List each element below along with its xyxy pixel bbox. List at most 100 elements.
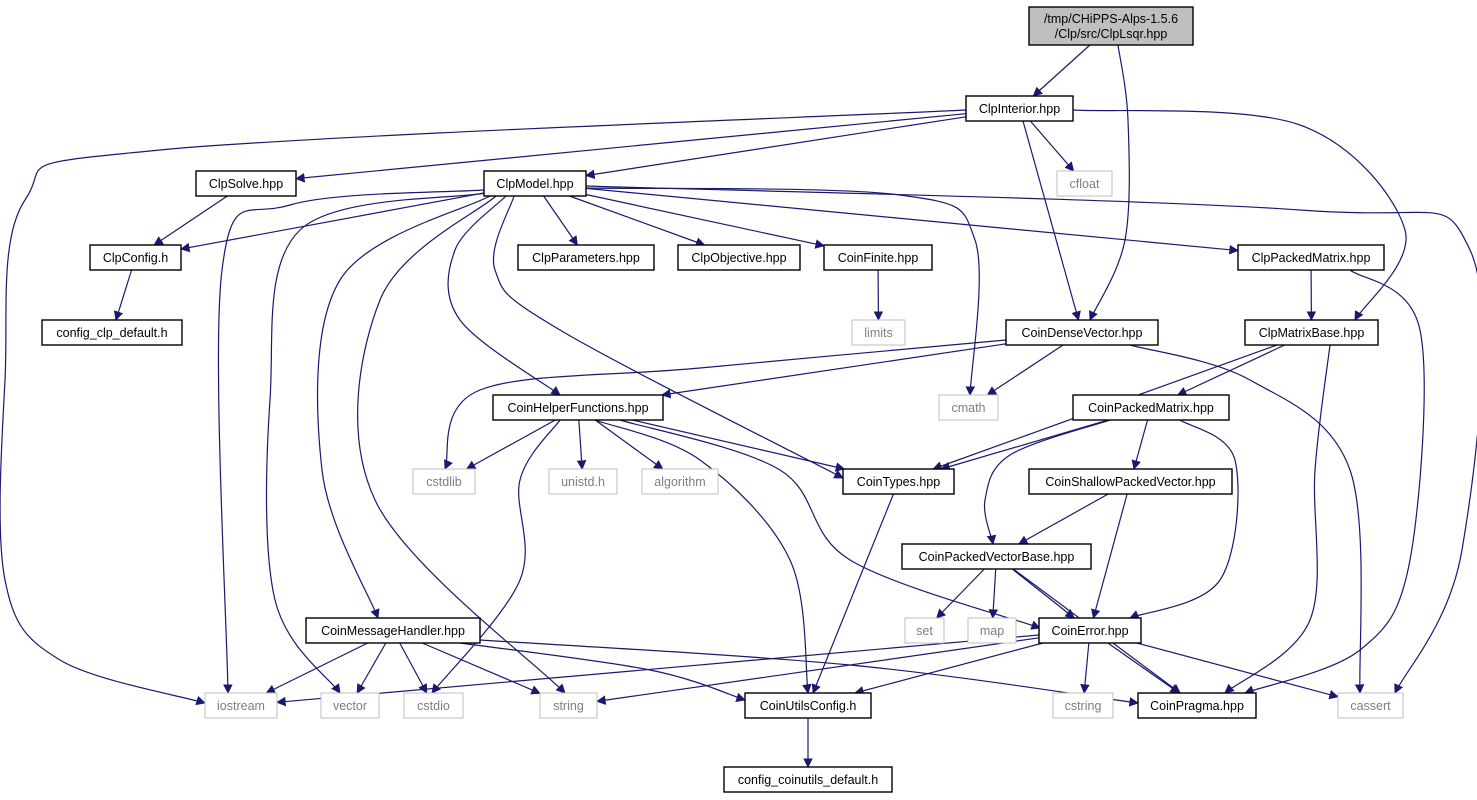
node-label: CoinShallowPackedVector.hpp xyxy=(1045,475,1215,489)
nodes-layer: /tmp/CHiPPS-Alps-1.5.6/Clp/src/ClpLsqr.h… xyxy=(41,6,1404,793)
node-unistd: unistd.h xyxy=(548,468,618,495)
node-ClpModel[interactable]: ClpModel.hpp xyxy=(483,170,587,197)
node-CoinHelperFunctions[interactable]: CoinHelperFunctions.hpp xyxy=(492,394,664,421)
node-label: ClpObjective.hpp xyxy=(691,251,786,265)
node-CoinShallowPackedVector[interactable]: CoinShallowPackedVector.hpp xyxy=(1028,468,1233,495)
edge-CoinHelperFunctions-to-cstdlib xyxy=(465,419,556,470)
node-ClpPackedMatrix[interactable]: ClpPackedMatrix.hpp xyxy=(1237,244,1385,271)
node-ClpInterior[interactable]: ClpInterior.hpp xyxy=(965,95,1074,122)
edge-CoinPackedMatrix-to-CoinError xyxy=(1129,419,1239,620)
node-CoinFinite[interactable]: CoinFinite.hpp xyxy=(823,244,933,271)
edge-ClpModel-to-cassert xyxy=(585,185,1477,694)
node-CoinMessageHandler[interactable]: CoinMessageHandler.hpp xyxy=(305,617,481,644)
edge-CoinHelperFunctions-to-CoinError xyxy=(619,419,1041,630)
node-box-ClpSolve[interactable] xyxy=(195,170,297,197)
edge-ClpInterior-to-cfloat xyxy=(1029,120,1075,172)
node-box-ClpMatrixBase[interactable] xyxy=(1244,319,1379,346)
node-label: CoinPackedVectorBase.hpp xyxy=(919,550,1075,564)
node-label: ClpPackedMatrix.hpp xyxy=(1252,251,1371,265)
node-string: string xyxy=(539,692,598,719)
node-box-ClpObjective[interactable] xyxy=(677,244,801,271)
node-box-CoinUtilsConfig[interactable] xyxy=(744,692,872,719)
edge-CoinPackedVectorBase-to-set xyxy=(935,568,985,619)
edge-CoinDenseVector-to-CoinHelperFunctions xyxy=(661,343,1007,399)
node-ClpSolve[interactable]: ClpSolve.hpp xyxy=(195,170,297,197)
node-box-CoinError[interactable] xyxy=(1038,617,1142,644)
node-CoinPackedVectorBase[interactable]: CoinPackedVectorBase.hpp xyxy=(901,543,1092,570)
node-box-CoinPackedMatrix[interactable] xyxy=(1072,394,1230,421)
node-box-CoinShallowPackedVector[interactable] xyxy=(1028,468,1233,495)
edge-CoinMessageHandler-to-iostream xyxy=(265,642,368,694)
node-box-CoinMessageHandler[interactable] xyxy=(305,617,481,644)
node-ClpObjective[interactable]: ClpObjective.hpp xyxy=(677,244,801,271)
edge-root-to-ClpInterior xyxy=(1032,44,1091,97)
edge-CoinDenseVector-to-cmath xyxy=(986,344,1064,396)
edge-CoinDenseVector-to-cstdlib xyxy=(444,339,1007,470)
node-box-ClpParameters[interactable] xyxy=(517,244,655,271)
node-box-ClpModel[interactable] xyxy=(483,170,587,197)
node-box-set xyxy=(904,617,945,644)
node-set: set xyxy=(904,617,945,644)
node-box-CoinHelperFunctions[interactable] xyxy=(492,394,664,421)
node-CoinPackedMatrix[interactable]: CoinPackedMatrix.hpp xyxy=(1072,394,1230,421)
edge-CoinShallowPackedVector-to-CoinError xyxy=(1091,493,1128,619)
node-box-algorithm xyxy=(641,468,719,495)
node-box-ClpPackedMatrix[interactable] xyxy=(1237,244,1385,271)
node-CoinPragma[interactable]: CoinPragma.hpp xyxy=(1137,692,1257,719)
edge-CoinError-to-CoinUtilsConfig xyxy=(854,642,1044,696)
edge-ClpInterior-to-ClpMatrixBase xyxy=(1072,109,1407,321)
edge-ClpModel-to-vector xyxy=(265,192,487,694)
node-box-vector xyxy=(320,692,380,719)
node-box-root[interactable] xyxy=(1028,6,1194,46)
edge-CoinMessageHandler-to-string xyxy=(422,642,541,695)
edge-ClpModel-to-CoinTypes xyxy=(492,195,844,479)
node-box-CoinPackedVectorBase[interactable] xyxy=(901,543,1092,570)
node-CoinError[interactable]: CoinError.hpp xyxy=(1038,617,1142,644)
edge-CoinHelperFunctions-to-CoinTypes xyxy=(632,419,846,472)
node-CoinDenseVector[interactable]: CoinDenseVector.hpp xyxy=(1005,319,1159,346)
node-label: ClpInterior.hpp xyxy=(979,102,1060,116)
edge-CoinPackedMatrix-to-CoinTypes xyxy=(940,419,1109,472)
node-box-CoinDenseVector[interactable] xyxy=(1005,319,1159,346)
node-label: unistd.h xyxy=(561,475,605,489)
node-label: set xyxy=(916,624,933,638)
node-label: map xyxy=(980,624,1004,638)
node-box-CoinFinite[interactable] xyxy=(823,244,933,271)
node-ClpMatrixBase[interactable]: ClpMatrixBase.hpp xyxy=(1244,319,1379,346)
node-cmath: cmath xyxy=(938,394,999,421)
node-label: CoinTypes.hpp xyxy=(857,475,940,489)
edge-ClpInterior-to-ClpSolve xyxy=(295,113,967,183)
node-root[interactable]: /tmp/CHiPPS-Alps-1.5.6/Clp/src/ClpLsqr.h… xyxy=(1028,6,1194,46)
node-box-CoinTypes[interactable] xyxy=(842,468,955,495)
edge-ClpInterior-to-CoinDenseVector xyxy=(1022,120,1081,321)
node-label: CoinPragma.hpp xyxy=(1150,699,1244,713)
edge-CoinMessageHandler-to-cstdio xyxy=(399,642,428,694)
node-label: CoinMessageHandler.hpp xyxy=(321,624,465,638)
node-box-ClpInterior[interactable] xyxy=(965,95,1074,122)
node-label: algorithm xyxy=(654,475,705,489)
node-algorithm: algorithm xyxy=(641,468,719,495)
node-box-CoinPragma[interactable] xyxy=(1137,692,1257,719)
node-CoinTypes[interactable]: CoinTypes.hpp xyxy=(842,468,955,495)
node-vector: vector xyxy=(320,692,380,719)
edge-CoinMessageHandler-to-vector xyxy=(356,642,387,694)
edge-CoinError-to-iostream xyxy=(276,634,1040,707)
node-label: ClpConfig.h xyxy=(103,251,168,265)
node-label: cstdlib xyxy=(426,475,461,489)
node-label: CoinHelperFunctions.hpp xyxy=(507,401,648,415)
node-label: /tmp/CHiPPS-Alps-1.5.6 xyxy=(1044,12,1178,26)
node-config_coinutils_default[interactable]: config_coinutils_default.h xyxy=(723,766,893,793)
node-box-config_coinutils_default[interactable] xyxy=(723,766,893,793)
node-label: cstring xyxy=(1065,699,1102,713)
node-CoinUtilsConfig[interactable]: CoinUtilsConfig.h xyxy=(744,692,872,719)
node-label: config_coinutils_default.h xyxy=(738,773,878,787)
edge-ClpModel-to-ClpPackedMatrix xyxy=(585,187,1239,255)
node-ClpConfig[interactable]: ClpConfig.h xyxy=(89,244,182,271)
node-label: cstdio xyxy=(417,699,450,713)
node-box-ClpConfig[interactable] xyxy=(89,244,182,271)
node-ClpParameters[interactable]: ClpParameters.hpp xyxy=(517,244,655,271)
edge-ClpConfig-to-config_clp_default xyxy=(113,269,133,321)
edge-CoinError-to-string xyxy=(596,637,1040,705)
node-box-config_clp_default[interactable] xyxy=(41,319,183,346)
node-config_clp_default[interactable]: config_clp_default.h xyxy=(41,319,183,346)
